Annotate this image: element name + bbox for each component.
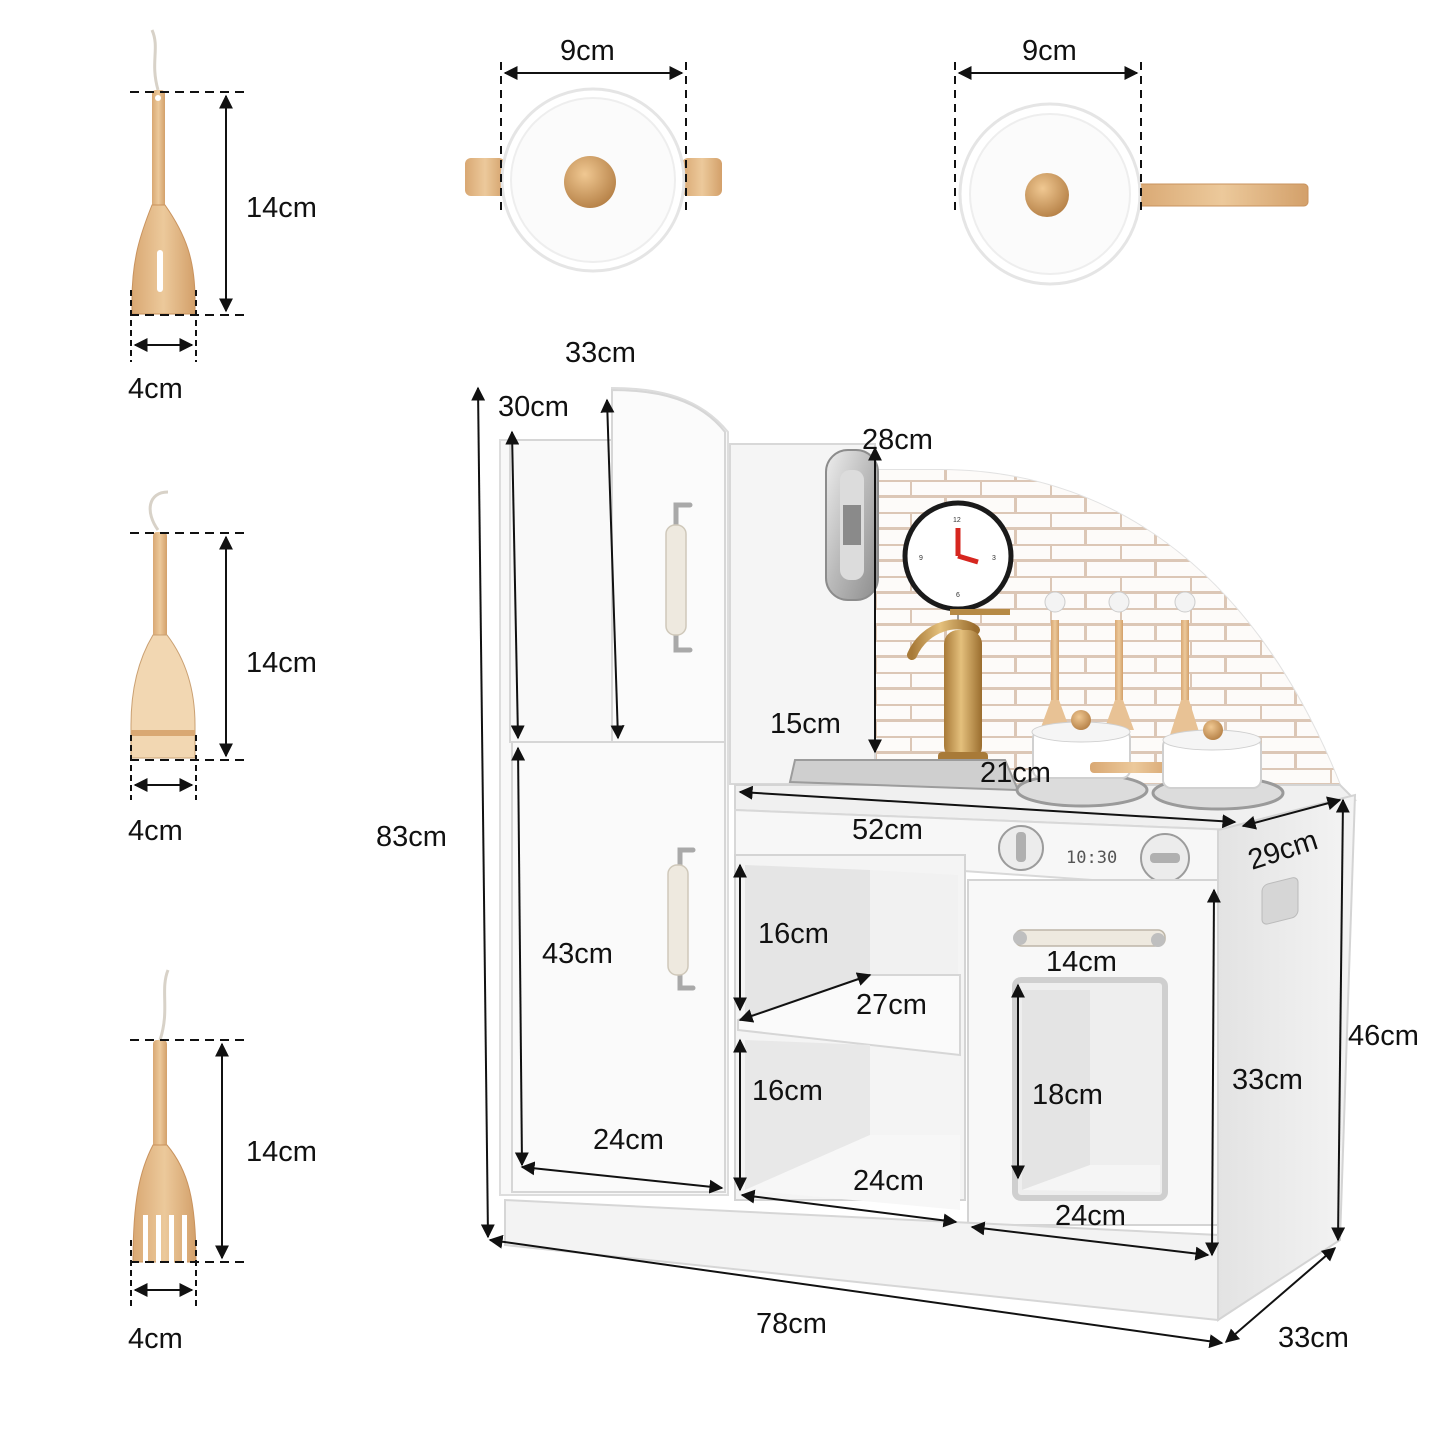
- shelf-depth-label: 27cm: [856, 989, 927, 1021]
- oven-handle: [1013, 929, 1166, 947]
- shelf-upper-height-label: 16cm: [758, 918, 829, 950]
- clock-numeral-3: 3: [992, 555, 996, 562]
- wooden-fork-icon: [132, 969, 197, 1263]
- hanging-utensils: [1040, 591, 1200, 735]
- right-stove-knob: [1140, 833, 1190, 883]
- pot-diameter-label: 9cm: [560, 35, 615, 67]
- faucet-icon: [907, 609, 1010, 764]
- kitchen-dimension-lines: [471, 386, 1350, 1349]
- stove-pot-left: [1031, 710, 1178, 779]
- utensil3-width-label: 4cm: [128, 1323, 183, 1355]
- clock-numeral-12: 12: [953, 517, 961, 524]
- oven-window-height-label: 18cm: [1032, 1079, 1103, 1111]
- left-stove-knob: [998, 825, 1044, 871]
- fridge-width-label: 33cm: [565, 337, 636, 369]
- clock-numeral-6: 6: [956, 592, 960, 599]
- counter-width-label: 52cm: [852, 814, 923, 846]
- utensil3-dimensions: [130, 1039, 248, 1308]
- total-width-label: 78cm: [756, 1308, 827, 1340]
- utensil1-width-label: 4cm: [128, 373, 183, 405]
- fridge-handle: [667, 847, 696, 991]
- clock-numeral-9: 9: [919, 555, 923, 562]
- utensil2-dimensions: [130, 532, 248, 800]
- pan-diameter-label: 9cm: [1022, 35, 1077, 67]
- oven-handle-width-label: 14cm: [1046, 946, 1117, 978]
- total-height-label: 83cm: [376, 821, 447, 853]
- utensil2-width-label: 4cm: [128, 815, 183, 847]
- total-depth-label: 33cm: [1278, 1322, 1349, 1354]
- shelf-width-label: 24cm: [853, 1165, 924, 1197]
- pan-dimensions: [954, 62, 1142, 215]
- toy-phone-icon: [825, 449, 879, 601]
- oven-height-label: 33cm: [1232, 1064, 1303, 1096]
- backsplash-height-label: 15cm: [770, 708, 841, 740]
- sink-depth-label: 21cm: [980, 757, 1051, 789]
- utensil2-height-label: 14cm: [246, 647, 317, 679]
- utensil1-dimensions: [130, 91, 248, 362]
- saucepan-icon: [958, 102, 1309, 286]
- timer-display: 10:30: [1066, 848, 1117, 868]
- pot-dimensions: [500, 62, 687, 215]
- freezer-height-label: 30cm: [498, 391, 569, 423]
- play-kitchen: 12 3 6 9: [499, 386, 1357, 1322]
- pot-with-lid-icon: [465, 87, 722, 273]
- utensil1-height-label: 14cm: [246, 192, 317, 224]
- fridge-bottom-width-label: 24cm: [593, 1124, 664, 1156]
- stove-height-label: 46cm: [1348, 1020, 1419, 1052]
- phone-panel-height-label: 28cm: [862, 424, 933, 456]
- oven-width-label: 24cm: [1055, 1200, 1126, 1232]
- fridge-height-label: 43cm: [542, 938, 613, 970]
- slotted-spatula-icon: [131, 29, 196, 315]
- utensil3-height-label: 14cm: [246, 1136, 317, 1168]
- flat-spoon-icon: [130, 490, 196, 759]
- shelf-lower-height-label: 16cm: [752, 1075, 823, 1107]
- freezer-handle: [665, 502, 693, 653]
